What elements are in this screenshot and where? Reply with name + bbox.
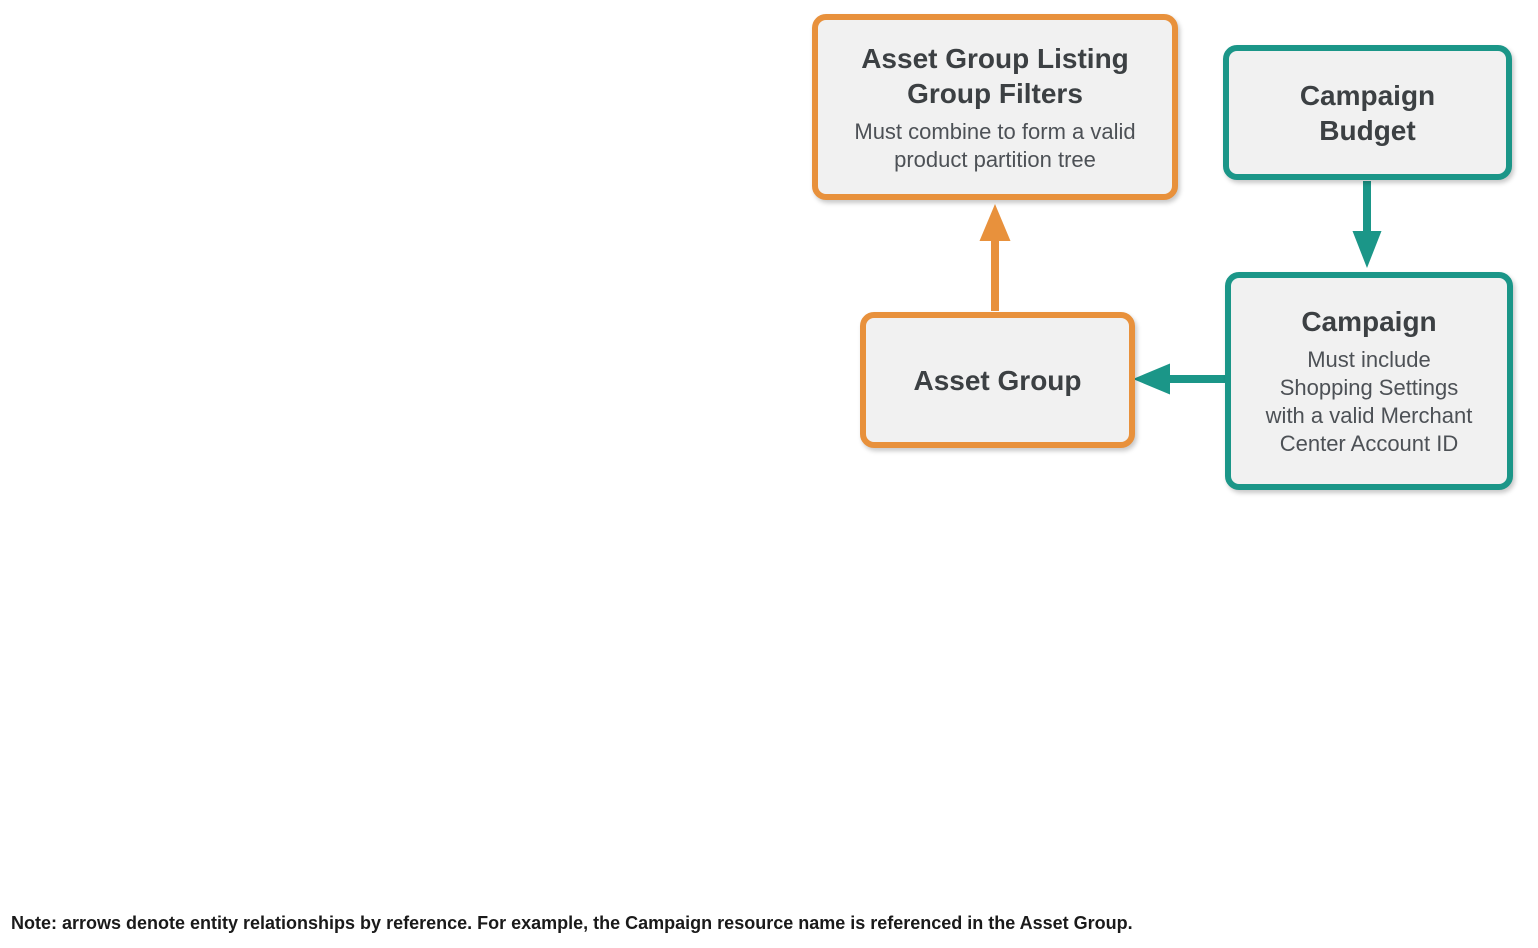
arrow-campaign-budget-to-campaign [1352,181,1382,268]
arrow-campaign-to-asset-group [1133,363,1225,395]
node-subtitle: Must combine to form a valid product par… [854,118,1136,172]
node-title: Campaign [1301,306,1437,337]
node-asset-group-listing-group-filters: Asset Group Listing Group Filters Must c… [812,14,1178,200]
node-title: Asset Group Listing Group Filters [861,42,1129,109]
node-asset-group: Asset Group [860,312,1135,448]
node-campaign-budget: Campaign Budget [1223,45,1512,180]
node-title: Campaign Budget [1299,79,1436,146]
node-subtitle: Must include Shopping Settings with a va… [1265,347,1473,456]
arrow-asset-group-to-listing-group-filters [979,204,1011,311]
node-title: Asset Group [913,364,1082,396]
node-campaign: Campaign Must include Shopping Settings … [1225,272,1513,490]
footnote: Note: arrows denote entity relationships… [11,913,1133,933]
